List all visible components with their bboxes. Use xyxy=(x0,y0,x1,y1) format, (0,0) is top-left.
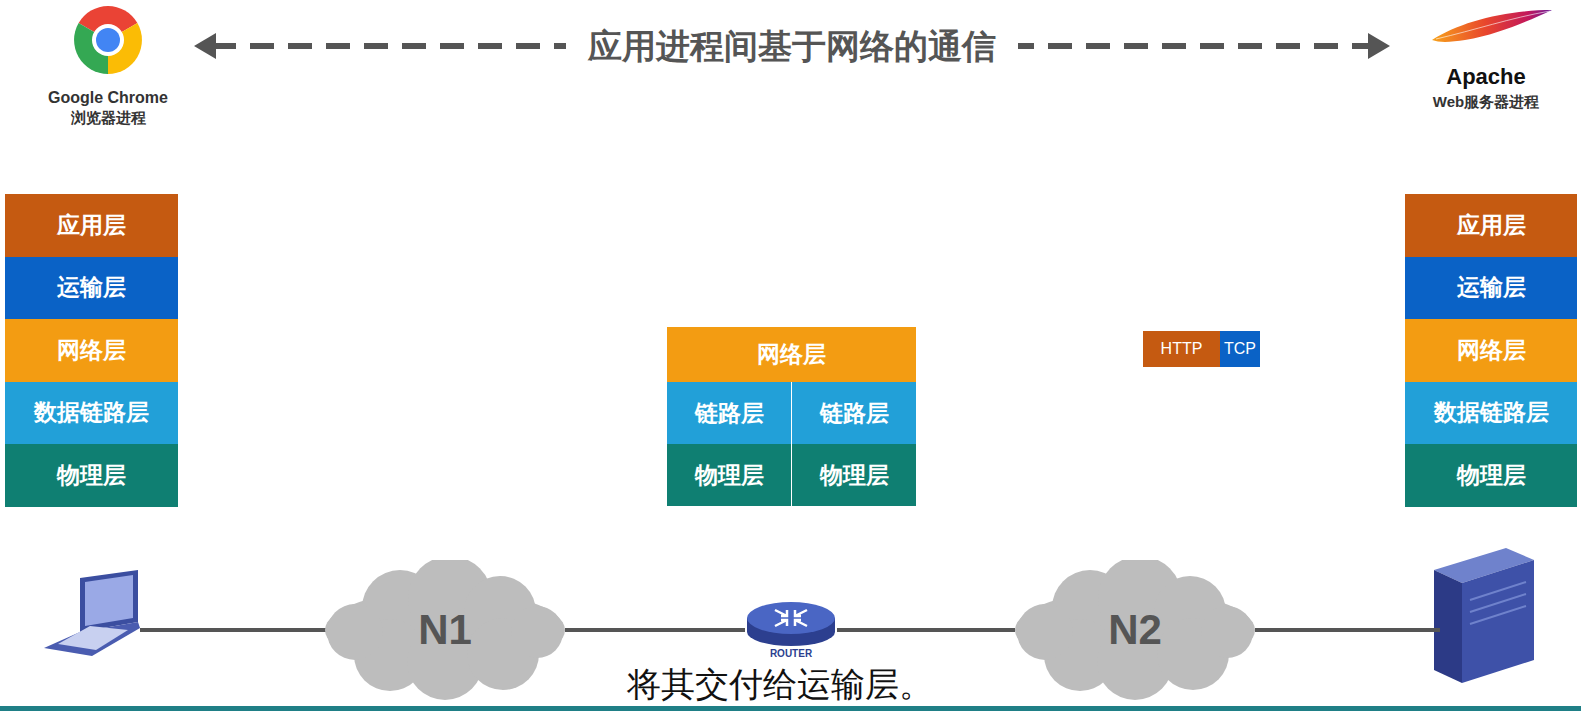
layer-band: 物理层 xyxy=(1405,444,1577,507)
layer-band: 运输层 xyxy=(1405,257,1577,320)
process-label: Google Chrome浏览器进程 xyxy=(28,4,188,132)
layer-name: 应用层 xyxy=(1457,210,1526,241)
layer-name: 网络层 xyxy=(57,335,126,366)
link-line xyxy=(140,628,330,632)
layer-name: 物理层 xyxy=(1457,460,1526,491)
layer-band: TCP xyxy=(1220,331,1260,367)
router-node: ROUTER xyxy=(745,598,837,662)
layer-name: 运输层 xyxy=(57,272,126,303)
layer-band: 物理层 xyxy=(792,444,916,506)
subtitle: 将其交付给运输层。 xyxy=(627,662,933,708)
layer-band: 数据链路层 xyxy=(5,382,178,445)
network-cloud: N2 xyxy=(1015,560,1255,700)
layer-name: 链路层 xyxy=(695,398,764,429)
link-line xyxy=(565,630,745,631)
edge-title: 应用进程间基于网络的通信 xyxy=(566,24,1018,68)
layer-band: 网络层 xyxy=(5,319,178,382)
layer-band: 运输层 xyxy=(5,257,178,320)
layer-name: HTTP xyxy=(1161,340,1203,358)
process-label: ApacheWeb服务器进程 xyxy=(1396,4,1576,124)
layer-name: 物理层 xyxy=(695,460,764,491)
router-icon xyxy=(745,598,837,648)
server-icon xyxy=(1434,548,1534,683)
layer-band: HTTP xyxy=(1143,331,1220,367)
program-name: Google Chrome xyxy=(28,88,188,108)
link-line xyxy=(837,630,1015,631)
layer-band: 物理层 xyxy=(5,444,178,507)
layer-name: 物理层 xyxy=(57,460,126,491)
layer-band: 网络层 xyxy=(667,327,916,382)
layer-name: 应用层 xyxy=(57,210,126,241)
process-name: Web服务器进程 xyxy=(1396,92,1576,112)
layer-name: 网络层 xyxy=(1457,335,1526,366)
layer-name: 网络层 xyxy=(757,339,826,370)
layer-name: 数据链路层 xyxy=(1434,397,1549,428)
layer-name: 链路层 xyxy=(820,398,889,429)
network-name: N2 xyxy=(1108,606,1162,654)
process-name: 浏览器进程 xyxy=(28,108,188,128)
layer-band: 链路层 xyxy=(792,382,916,444)
layer-band: 物理层 xyxy=(667,444,791,506)
laptop-icon xyxy=(44,570,140,656)
arrow-head xyxy=(1368,33,1390,59)
connector-line xyxy=(837,628,1015,632)
layer-band: 网络层 xyxy=(1405,319,1577,382)
layer-band: 应用层 xyxy=(1405,194,1577,257)
bottom-bar xyxy=(0,706,1581,711)
connector-line xyxy=(565,628,745,632)
layer-band: 应用层 xyxy=(5,194,178,257)
layer-band: 数据链路层 xyxy=(1405,382,1577,445)
layer-name: 数据链路层 xyxy=(34,397,149,428)
layer-name: 运输层 xyxy=(1457,272,1526,303)
program-name: Apache xyxy=(1396,62,1576,92)
router-caption: ROUTER xyxy=(745,648,837,660)
layer-name: TCP xyxy=(1224,340,1256,358)
network-cloud: N1 xyxy=(325,560,565,700)
arrow-head xyxy=(194,33,216,59)
chrome-logo xyxy=(74,6,142,74)
link-line xyxy=(1255,628,1440,632)
apache-feather xyxy=(1432,10,1552,42)
layer-name: 物理层 xyxy=(820,460,889,491)
layer-band: 链路层 xyxy=(667,382,791,444)
network-name: N1 xyxy=(418,606,472,654)
